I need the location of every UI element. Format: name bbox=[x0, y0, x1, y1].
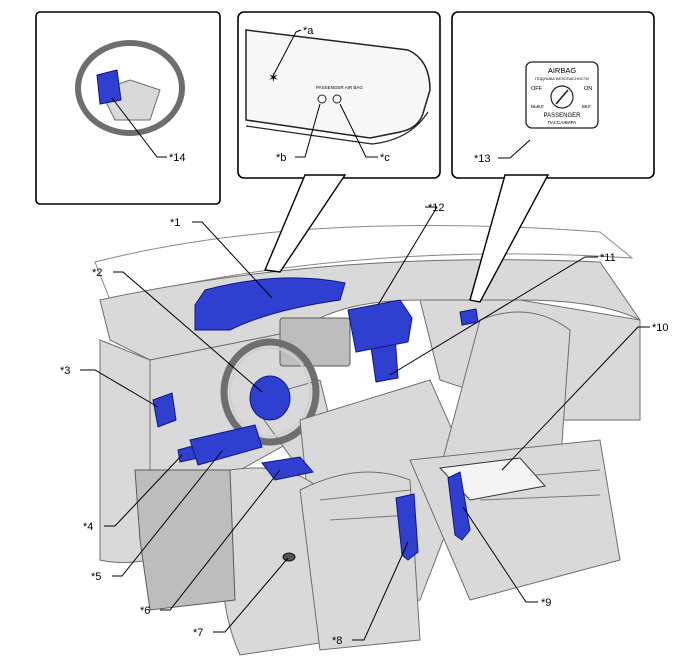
callout-1: *1 bbox=[170, 217, 180, 229]
leader-11 bbox=[389, 256, 598, 376]
callout-10: *10 bbox=[652, 322, 669, 334]
callout-9: *9 bbox=[541, 597, 551, 609]
callout-4: *4 bbox=[83, 521, 93, 533]
key-switch-dial bbox=[550, 85, 574, 109]
instrument-panel-passenger-airbag bbox=[194, 277, 346, 331]
switch-label-on: ON bbox=[584, 86, 592, 92]
callout-3: *3 bbox=[60, 365, 70, 377]
callout-6: *6 bbox=[140, 605, 150, 617]
leader-9 bbox=[462, 506, 538, 603]
airbag-components bbox=[152, 277, 479, 562]
inset-steering-pad bbox=[96, 69, 122, 105]
leader-1 bbox=[192, 221, 273, 299]
center-screen bbox=[279, 317, 351, 367]
callout-13: *13 bbox=[474, 153, 491, 165]
leader-12 bbox=[377, 206, 438, 306]
leader-5 bbox=[112, 450, 223, 577]
lower-knee-airbag bbox=[189, 424, 263, 466]
key-switch-slot bbox=[555, 89, 569, 105]
meter-bezel bbox=[245, 29, 431, 139]
switch-label-plate bbox=[525, 61, 599, 129]
leader-b bbox=[295, 103, 321, 158]
callout-b: *b bbox=[276, 152, 286, 164]
callout-a: *a bbox=[303, 25, 314, 37]
driver-seat-cushion bbox=[134, 469, 236, 611]
inset-meter: ✶ PASSENGER AIR BAG bbox=[237, 11, 441, 179]
front-seat-side-airbag-right bbox=[447, 471, 471, 541]
leader-8 bbox=[352, 541, 409, 641]
steering-wheel-rim bbox=[220, 338, 320, 446]
leader-7 bbox=[213, 557, 289, 633]
meter-passenger-airbag-label: PASSENGER AIR BAG bbox=[316, 85, 363, 90]
leader-4 bbox=[104, 454, 183, 527]
front-passenger-upper-airbag bbox=[347, 299, 413, 353]
curtain-shield-sensor bbox=[152, 392, 177, 428]
callout-labels: *1 *2 *3 *4 *5 *6 *7 *8 *9 *10 *11 *12 *… bbox=[60, 25, 669, 647]
switch-label-line4: ПАССАЖИРА bbox=[548, 120, 577, 125]
inset-airbag-switch-label: AIRBAG ПОДУШКА БЕЗОПАСНОСТИ OFF ON ВЫКЛ … bbox=[451, 11, 655, 179]
leader-c bbox=[339, 103, 378, 158]
airbag-warning-symbol: ✶ bbox=[268, 70, 279, 85]
seat-position-sensor bbox=[282, 552, 296, 562]
switch-label-off: OFF bbox=[531, 86, 543, 92]
airbag-cutoff-switch bbox=[459, 308, 479, 326]
inset-wheel-rim bbox=[75, 40, 185, 136]
leader-2 bbox=[113, 271, 263, 393]
passenger-airbag-off-indicator bbox=[317, 94, 327, 104]
switch-label-line2: ПОДУШКА БЕЗОПАСНОСТИ bbox=[535, 76, 589, 81]
callout-12: *12 bbox=[428, 202, 445, 214]
switch-label-line1: AIRBAG bbox=[548, 66, 577, 75]
callout-5: *5 bbox=[91, 571, 101, 583]
steering-pad bbox=[249, 375, 291, 421]
cabin-illustration bbox=[94, 224, 641, 656]
leader-6 bbox=[160, 469, 281, 611]
zoom-pointers bbox=[263, 174, 550, 303]
zoom-pointer-meter bbox=[263, 174, 347, 273]
airbag-sensor-assembly bbox=[261, 456, 314, 481]
steering-wheel-rim-inner bbox=[229, 347, 311, 437]
front-seat-side-airbag-left bbox=[395, 493, 419, 561]
leader-3 bbox=[80, 369, 159, 408]
callout-7: *7 bbox=[193, 627, 203, 639]
switch-label-off-ru: ВЫКЛ bbox=[531, 104, 544, 109]
switch-label-line3: PASSENGER bbox=[544, 113, 582, 119]
switch-label-on-ru: ВКЛ bbox=[582, 104, 591, 109]
callout-14: *14 bbox=[169, 152, 186, 164]
callout-2: *2 bbox=[92, 267, 102, 279]
meter-bezel-lower bbox=[245, 111, 429, 145]
callout-8: *8 bbox=[332, 635, 342, 647]
callout-11: *11 bbox=[600, 252, 616, 264]
zoom-pointer-switch bbox=[469, 174, 550, 303]
callout-c: *c bbox=[380, 152, 390, 164]
inset-steering-wheel bbox=[35, 11, 221, 205]
leader-lines bbox=[80, 29, 650, 641]
passenger-airbag-on-indicator bbox=[332, 94, 342, 104]
leader-a bbox=[272, 29, 302, 77]
leader-14 bbox=[111, 97, 167, 158]
leader-13 bbox=[498, 139, 531, 159]
leader-10 bbox=[501, 326, 650, 471]
